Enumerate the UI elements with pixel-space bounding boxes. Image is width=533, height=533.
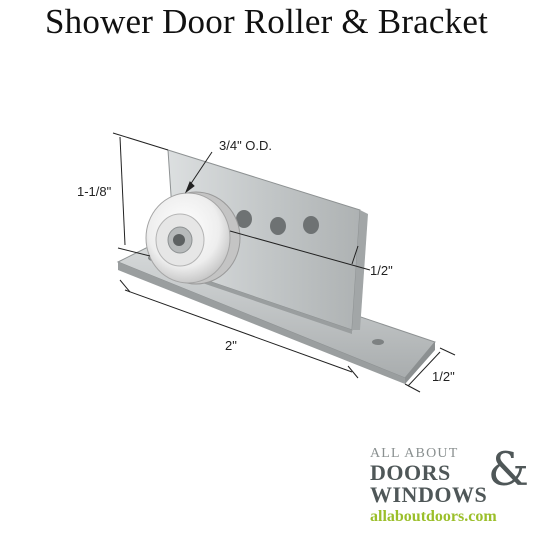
dim-height: 1-1/8" [77, 184, 112, 199]
brand-logo: ALL ABOUT DOORS & WINDOWS allaboutdoors.… [370, 446, 530, 526]
dim-roller-od: 3/4" O.D. [219, 138, 272, 153]
dim-offset: 1/2" [370, 263, 393, 278]
logo-url: allaboutdoors.com [370, 508, 497, 525]
mounting-hole [372, 339, 384, 345]
dimension-lines [112, 132, 456, 393]
page-title: Shower Door Roller & Bracket [45, 2, 488, 41]
roller-wheel [145, 191, 241, 285]
logo-ampersand: & [488, 442, 529, 496]
adjustment-hole [270, 217, 286, 235]
logo-line2: DOORS [370, 460, 451, 485]
adjustment-hole [303, 216, 319, 234]
adjustment-hole [236, 210, 252, 228]
logo-line3: WINDOWS [370, 482, 488, 507]
logo-line1: ALL ABOUT [370, 446, 459, 461]
dim-length: 2" [225, 338, 237, 353]
dim-width: 1/2" [432, 369, 455, 384]
